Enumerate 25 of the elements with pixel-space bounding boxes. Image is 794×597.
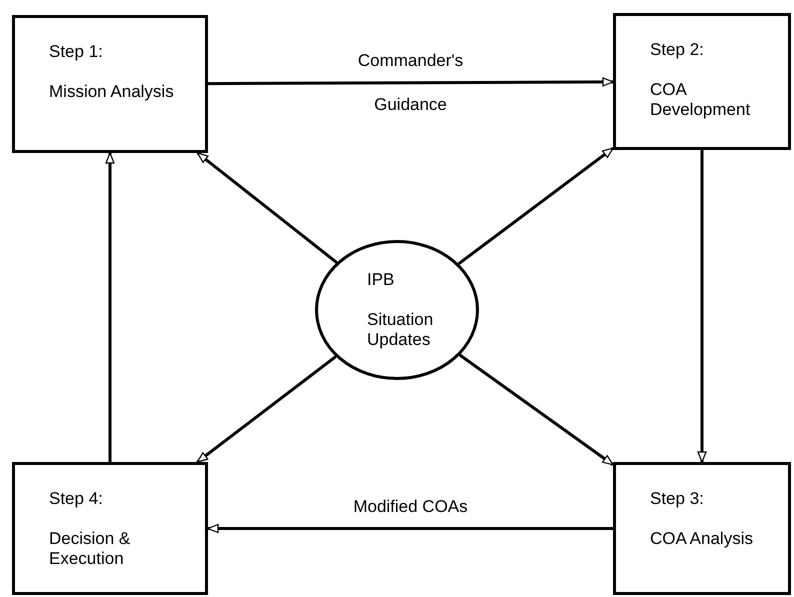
process-box (12, 15, 208, 153)
arrow (196, 355, 337, 464)
node-heading: Step 2: (650, 40, 705, 60)
arrow (196, 152, 338, 264)
node-heading: Step 4: (49, 489, 104, 509)
node-text: Situation Updates (367, 310, 434, 350)
arrow (208, 77, 614, 87)
arrow (697, 150, 707, 463)
process-box (613, 13, 791, 150)
node-text: COA Development (650, 80, 752, 120)
node-text: Decision & Execution (49, 529, 132, 569)
node-text: COA Analysis (650, 529, 754, 549)
arrow (458, 146, 614, 266)
node-text: Mission Analysis (49, 82, 175, 102)
arrow (105, 152, 115, 462)
node-heading: IPB (367, 270, 394, 290)
process-box (613, 462, 791, 595)
edge-label: Modified COAs (352, 496, 469, 518)
edge-label: Commander's Guidance (356, 50, 464, 116)
process-box (12, 462, 208, 595)
node-heading: Step 3: (650, 489, 705, 509)
node-heading: Step 1: (49, 42, 104, 62)
ellipse-node (315, 240, 479, 380)
arrow (458, 354, 614, 466)
arrow (207, 524, 613, 534)
